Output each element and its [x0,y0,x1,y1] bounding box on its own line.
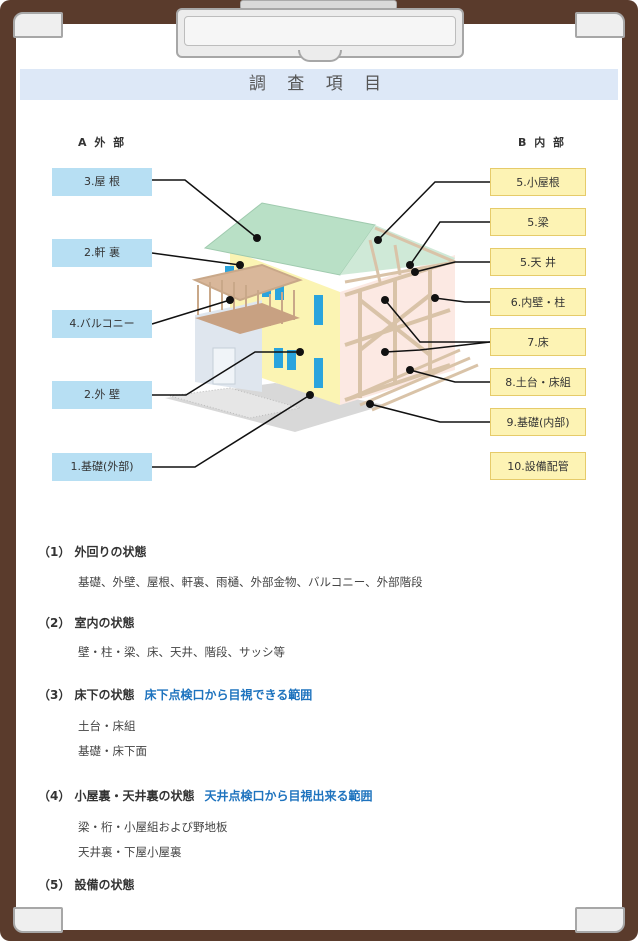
balcony-floor [195,303,300,334]
page-title: 調 査 項 目 [20,69,618,100]
roof-truss [344,226,456,284]
label-interior-wall-column: 6.内壁・柱 [490,288,586,316]
exterior-heading: A 外 部 [78,136,127,149]
corner-clip-bottom-right [575,907,625,933]
section-3-item-1: 土台・床組 [78,719,136,733]
ground-gravel [169,387,301,419]
section-4-item-1: 梁・桁・小屋組および野地板 [78,820,228,834]
section-3-heading: （3） 床下の状態床下点検口から目視できる範囲 [38,688,313,702]
clipboard-clip [176,8,464,62]
section-1-heading: （1） 外回りの状態 [38,545,147,559]
section-2-item: 壁・柱・梁、床、天井、階段、サッシ等 [78,645,285,659]
corner-clip-top-right [575,12,625,38]
section-5-heading: （5） 設備の状態 [38,878,135,892]
label-equipment-piping: 10.設備配管 [490,452,586,480]
roof-side [340,225,455,275]
label-sill-floor-frame: 8.土台・床組 [490,368,586,396]
section-4-item-2: 天井裏・下屋小屋裏 [78,845,182,859]
label-floor: 7.床 [490,328,586,356]
label-exterior-wall: 2.外 壁 [52,381,152,409]
section-3-item-2: 基礎・床下面 [78,744,147,758]
leader-dots [226,234,439,408]
leader-lines [151,179,491,468]
label-attic: 5.小屋根 [490,168,586,196]
label-foundation-exterior: 1.基礎(外部) [52,453,152,481]
label-ceiling: 5.天 井 [490,248,586,276]
corner-clip-top-left [13,12,63,38]
interior-heading: B 内 部 [518,136,567,149]
label-foundation-interior: 9.基礎(内部) [490,408,586,436]
corner-clip-bottom-left [13,907,63,933]
section-4-note: 天井点検口から目視出来る範囲 [204,789,373,803]
section-3-note: 床下点検口から目視できる範囲 [144,688,313,702]
floor-joists [349,348,479,412]
label-balcony: 4.バルコニー [52,310,152,338]
label-roof: 3.屋 根 [52,168,152,196]
label-eaves: 2.軒 裏 [52,239,152,267]
section-4-heading: （4） 小屋裏・天井裏の状態天井点検口から目視出来る範囲 [38,789,373,803]
section-1-item: 基礎、外壁、屋根、軒裏、雨樋、外部金物、バルコニー、外部階段 [78,575,423,589]
label-beam: 5.梁 [490,208,586,236]
section-2-heading: （2） 室内の状態 [38,616,135,630]
clip-plate [184,16,456,46]
